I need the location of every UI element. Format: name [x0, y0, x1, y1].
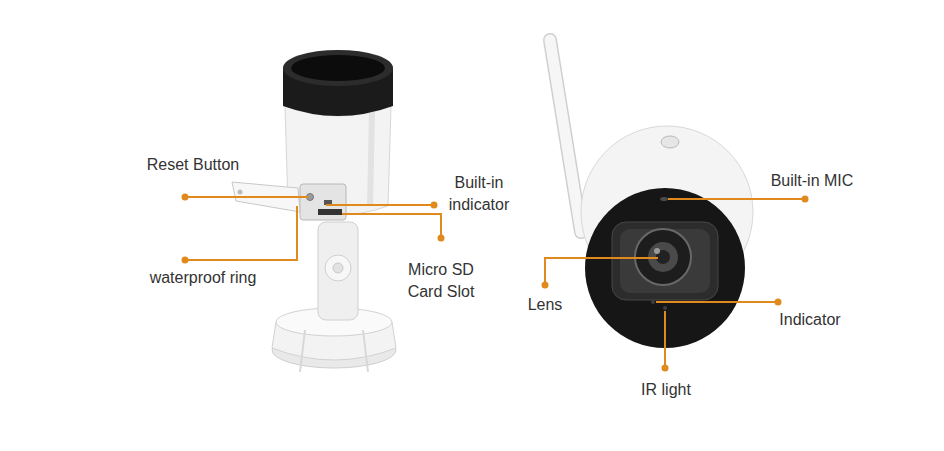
camera-hood [291, 55, 385, 81]
leader-dot [182, 194, 189, 201]
leader-dot [802, 196, 809, 203]
leader-line [656, 301, 778, 303]
leader-line [185, 196, 308, 198]
camera-hood [283, 50, 393, 86]
ir-led [663, 306, 667, 310]
leader-dot [438, 235, 445, 242]
leader-lines [185, 197, 805, 368]
mount-rib [300, 330, 368, 372]
left-camera [232, 50, 396, 372]
leader-line [185, 206, 297, 260]
leader-line [342, 214, 441, 238]
leader-dot [182, 257, 189, 264]
part-label: Indicator [758, 309, 862, 331]
leader-line [326, 204, 434, 206]
body-shade [370, 112, 372, 206]
indicator-led [651, 300, 655, 304]
leader-dot [662, 365, 669, 372]
leader-line [664, 311, 666, 368]
flap-screw [238, 190, 243, 195]
part-label: Built-in indicator [438, 172, 520, 216]
leader-dots [182, 194, 809, 372]
leader-line [545, 258, 658, 285]
part-label: IR light [626, 379, 706, 401]
part-label: Built-in MIC [752, 170, 872, 192]
lens-glare [654, 248, 660, 254]
mount-arm [318, 222, 358, 320]
leader-dot [431, 202, 438, 209]
mount-joint [333, 263, 343, 273]
leader-dot [775, 299, 782, 306]
leader-line [668, 198, 805, 200]
mount-hole [661, 136, 679, 148]
part-label: waterproof ring [128, 267, 278, 289]
antenna [550, 40, 581, 232]
antenna [550, 40, 581, 232]
part-label: Micro SD Card Slot [394, 259, 488, 303]
lens-bezel [620, 229, 710, 293]
mic-hole [660, 197, 668, 201]
access-panel [300, 184, 346, 220]
mount-joint [325, 255, 351, 281]
sd-slot [318, 209, 342, 215]
part-label: Reset Button [128, 154, 258, 176]
leader-dot [542, 282, 549, 289]
part-label: Lens [520, 294, 570, 316]
lens-bezel [612, 222, 718, 300]
